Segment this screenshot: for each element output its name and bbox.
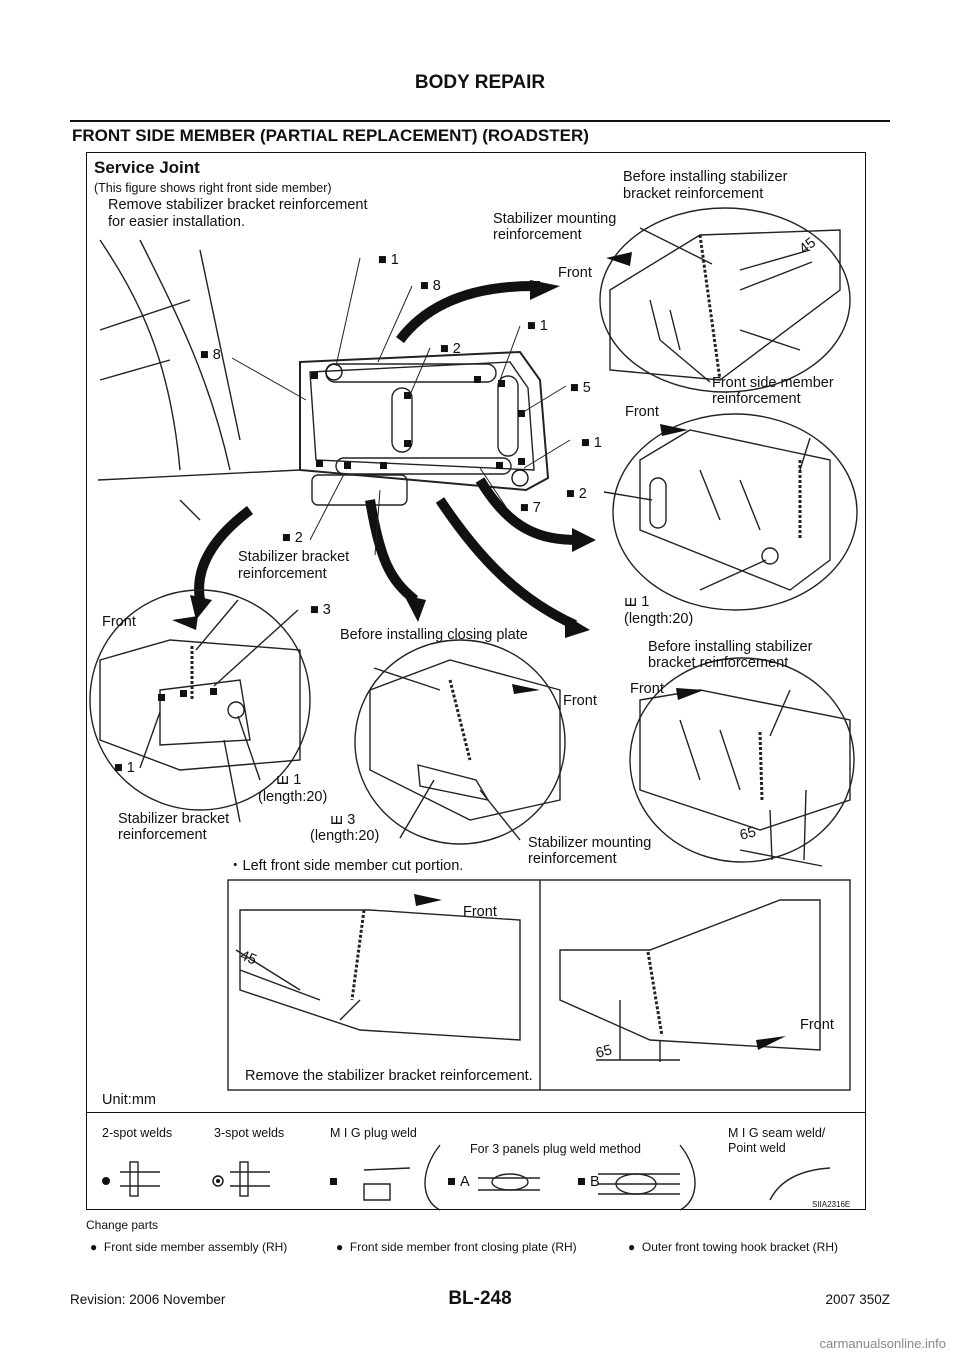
legend-3-spot: 3-spot welds: [214, 1126, 285, 1140]
change-part-item: ● Front side member assembly (RH): [90, 1240, 288, 1254]
callout-1c: ■ 1: [581, 435, 602, 451]
stab-mounting-label-line2: reinforcement: [493, 227, 582, 243]
unit-label: Unit:mm: [102, 1092, 156, 1108]
model-label: 2007 350Z: [825, 1292, 890, 1307]
figure-code: SIIA2316E: [812, 1200, 851, 1209]
callout-3a: ■ 3: [310, 602, 331, 618]
length20-label-b: (length:20): [258, 789, 328, 805]
front-label-1: Front: [558, 265, 592, 281]
revision-label: Revision: 2006 November: [70, 1292, 226, 1307]
watermark-link[interactable]: carmanualsonline.info: [819, 1336, 946, 1351]
front-label-5: Front: [563, 693, 597, 709]
note-remove-line1: Remove stabilizer bracket reinforcement: [108, 197, 368, 213]
body-sketch-line: [99, 239, 181, 471]
length20-label-a: (length:20): [624, 611, 694, 627]
detail-circle-top-right: [599, 207, 851, 393]
seam-1b-label: ꟺ 1: [276, 772, 302, 788]
detail-circle-left: [89, 589, 311, 811]
legend-divider: [86, 1112, 866, 1113]
front-label-4: Front: [630, 681, 664, 697]
top-right-caption-line2: bracket reinforcement: [623, 186, 764, 202]
bracket-plate: [299, 350, 550, 492]
front-label-6: Front: [463, 904, 497, 920]
inset-cut-portion-box: [227, 879, 851, 1091]
callout-5: ■ 5: [570, 380, 591, 396]
seam-1-label: ꟺ 1: [624, 594, 650, 610]
callout-1a: ■ 1: [378, 252, 399, 268]
front-label-3: Front: [102, 614, 136, 630]
stab-mounting-label-line1: Stabilizer mounting: [493, 211, 617, 227]
remove-reinf-caption: Remove the stabilizer bracket reinforcem…: [245, 1068, 533, 1084]
stab-bracket-label-line1: Stabilizer bracket: [238, 549, 350, 565]
stab-bracket-label-b-line1: Stabilizer bracket: [118, 811, 230, 827]
figure-title: Service Joint: [94, 158, 200, 177]
seam-3-label: ꟺ 3: [330, 812, 356, 828]
legend-mig-seam-line2: Point weld: [728, 1141, 786, 1155]
callout-2c: ■ 2: [282, 530, 303, 546]
change-part-item: ● Front side member front closing plate …: [336, 1240, 577, 1254]
callout-7: ■ 7: [520, 500, 541, 516]
callout-8b: ■ 8: [200, 347, 221, 363]
callout-8a: ■ 8: [420, 278, 441, 294]
front-label-2: Front: [625, 404, 659, 420]
legend-symbols: [120, 1144, 831, 1211]
before-closing-plate-caption: Before installing closing plate: [340, 627, 528, 643]
callout-1d: ■ 1: [114, 760, 135, 776]
callout-2b: ■ 2: [566, 486, 587, 502]
legend-label-a: A: [460, 1174, 470, 1190]
note-remove-line2: for easier installation.: [108, 214, 246, 230]
legend-label-b: B: [590, 1174, 600, 1190]
fsm-reinf-label-line1: Front side member: [712, 375, 834, 391]
fsm-reinf-label-line2: reinforcement: [712, 391, 801, 407]
mid-right-caption-line2: bracket reinforcement: [648, 655, 789, 671]
mid-right-caption-line1: Before installing stabilizer: [648, 639, 813, 655]
callout-2a: ■ 2: [440, 341, 461, 357]
legend-mig-plug: M I G plug weld: [330, 1126, 417, 1140]
section-title: FRONT SIDE MEMBER (PARTIAL REPLACEMENT) …: [72, 126, 589, 145]
header-rule: [70, 120, 890, 122]
page-header-title: BODY REPAIR: [414, 72, 546, 93]
detail-circle-bottom-right: [629, 657, 855, 863]
figure-subtitle: (This figure shows right front side memb…: [94, 181, 332, 195]
top-right-caption-line1: Before installing stabilizer: [623, 169, 788, 185]
legend-mig-seam-line1: M I G seam weld/: [728, 1126, 826, 1140]
stab-mounting-label-b-line2: reinforcement: [528, 851, 617, 867]
legend-3-panels: For 3 panels plug weld method: [470, 1142, 641, 1156]
front-label-7: Front: [800, 1017, 834, 1033]
service-joint-figure: [86, 152, 866, 1210]
change-part-item: ● Outer front towing hook bracket (RH): [628, 1240, 838, 1254]
stab-bracket-label-line2: reinforcement: [238, 566, 327, 582]
stab-bracket-label-b-line2: reinforcement: [118, 827, 207, 843]
left-cut-portion-caption: ・Left front side member cut portion.: [228, 858, 464, 874]
stab-mounting-label-b-line1: Stabilizer mounting: [528, 835, 652, 851]
callout-1b: ■ 1: [527, 318, 548, 334]
detail-circle-center: [354, 639, 566, 845]
page-number: BL-248: [448, 1288, 512, 1309]
change-parts-label: Change parts: [86, 1218, 159, 1232]
legend-2-spot: 2-spot welds: [102, 1126, 173, 1140]
length20-label-c: (length:20): [310, 828, 380, 844]
detail-circle-mid-right: [612, 413, 858, 611]
